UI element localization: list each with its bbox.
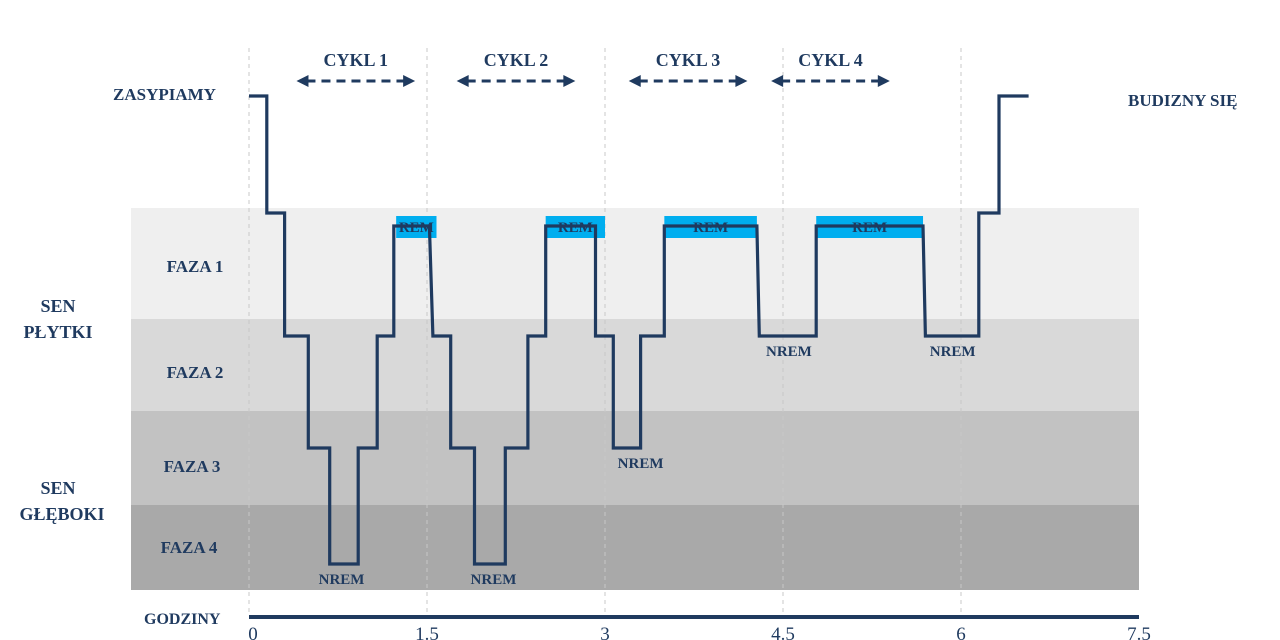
- label-deep-sleep-1: SEN: [40, 478, 75, 498]
- phase-band-2: [131, 319, 1139, 411]
- cycle-arrowhead-right-4: [877, 75, 890, 87]
- cycle-arrowhead-right-2: [563, 75, 576, 87]
- rem-label-4: REM: [852, 220, 887, 236]
- label-fall-asleep: ZASYPIAMY: [113, 85, 216, 104]
- x-tick-4: 6: [956, 624, 966, 640]
- x-tick-3: 4.5: [771, 624, 795, 640]
- cycle-arrowhead-left-4: [771, 75, 784, 87]
- rem-label-2: REM: [558, 220, 593, 236]
- x-tick-0: 0: [248, 624, 258, 640]
- cycle-arrowhead-left-3: [628, 75, 641, 87]
- cycle-arrowhead-left-1: [296, 75, 309, 87]
- x-tick-1: 1.5: [415, 624, 439, 640]
- cycle-label-3: CYKL 3: [656, 50, 721, 70]
- phase-band-3: [131, 411, 1139, 505]
- cycle-arrowhead-right-1: [403, 75, 416, 87]
- nrem-label-3: NREM: [618, 456, 664, 472]
- cycle-arrowhead-left-2: [456, 75, 469, 87]
- nrem-label-1: NREM: [319, 572, 365, 588]
- phase-label-4: FAZA 4: [161, 538, 218, 557]
- axis-label-hours: GODZINY: [144, 611, 221, 628]
- cycle-label-1: CYKL 1: [324, 50, 389, 70]
- label-shallow-sleep-2: PŁYTKI: [23, 322, 92, 342]
- x-tick-2: 3: [600, 624, 610, 640]
- rem-label-3: REM: [693, 220, 728, 236]
- rem-label-1: REM: [399, 220, 434, 236]
- nrem-label-2: NREM: [471, 572, 517, 588]
- cycle-label-4: CYKL 4: [798, 50, 863, 70]
- phase-band-4: [131, 505, 1139, 590]
- label-deep-sleep-2: GŁĘBOKI: [19, 504, 104, 524]
- hypnogram-line: [249, 94, 1029, 566]
- nrem-label-4: NREM: [766, 344, 812, 360]
- nrem-label-5: NREM: [930, 344, 976, 360]
- phase-label-3: FAZA 3: [164, 457, 221, 476]
- cycle-arrowhead-right-3: [735, 75, 748, 87]
- x-tick-5: 7.5: [1127, 624, 1151, 640]
- phase-band-1: [131, 208, 1139, 319]
- cycle-label-2: CYKL 2: [484, 50, 549, 70]
- phase-label-1: FAZA 1: [167, 257, 224, 276]
- label-shallow-sleep-1: SEN: [40, 296, 75, 316]
- phase-label-2: FAZA 2: [167, 363, 224, 382]
- label-wake-up: BUDIZNY SIĘ: [1128, 91, 1237, 110]
